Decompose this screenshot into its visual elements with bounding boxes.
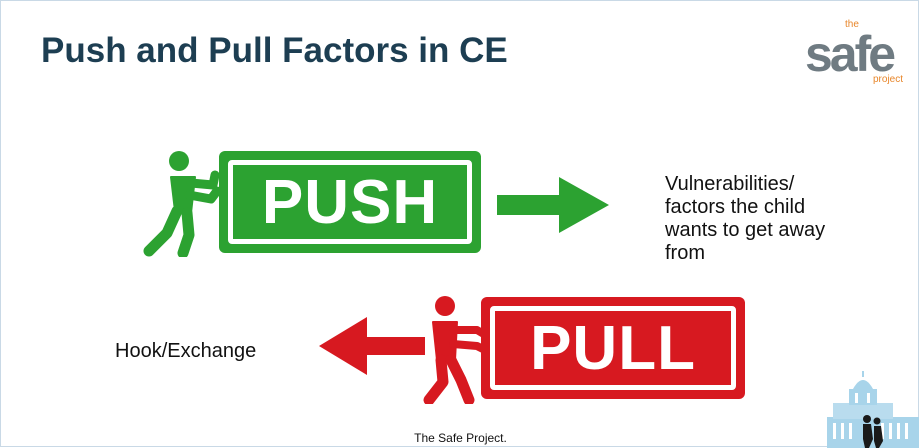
building-icon bbox=[827, 371, 919, 448]
logo-text-bottom: project bbox=[873, 74, 903, 85]
push-description-line: Vulnerabilities/ bbox=[665, 173, 795, 195]
arrow-right-icon bbox=[497, 177, 609, 233]
push-sign: PUSH bbox=[219, 151, 481, 253]
slide-title: Push and Pull Factors in CE bbox=[41, 31, 508, 70]
pull-sign-label: PULL bbox=[490, 306, 736, 390]
push-description-line: wants to get away bbox=[665, 219, 826, 241]
logo-text-main: safe bbox=[805, 26, 895, 82]
push-description-line: factors the child bbox=[665, 196, 806, 218]
pull-description: Hook/Exchange bbox=[115, 340, 257, 362]
pull-sign: PULL bbox=[481, 297, 745, 399]
push-sign-label: PUSH bbox=[228, 160, 472, 244]
push-description-line: from bbox=[665, 242, 705, 264]
arrow-left-icon bbox=[319, 317, 425, 375]
safe-project-logo-icon: the safe project bbox=[805, 19, 903, 85]
slide-footer: The Safe Project. bbox=[414, 431, 507, 445]
logo-text-top: the bbox=[845, 19, 859, 30]
push-person-icon bbox=[143, 151, 222, 257]
push-description: Vulnerabilities/ factors the child wants… bbox=[665, 173, 885, 265]
